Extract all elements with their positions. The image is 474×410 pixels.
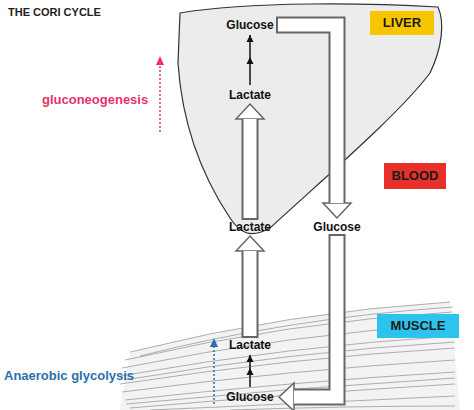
- metabolite-node: Lactate: [222, 86, 278, 104]
- process-label: Anaerobic glycolysis: [4, 368, 134, 383]
- metabolite-label: Lactate: [222, 86, 278, 104]
- liver-outline: [170, 3, 445, 238]
- metabolite-label: Glucose: [222, 16, 278, 34]
- muscle-fibers: [110, 292, 465, 410]
- liver-organ: LIVERGlucoseLactate: [170, 3, 445, 238]
- metabolite-node: Glucose: [306, 218, 368, 236]
- metabolite-label: Lactate: [222, 218, 278, 236]
- metabolite-label: Glucose: [306, 218, 368, 236]
- metabolite-node: Lactate: [222, 336, 278, 354]
- transport-arrow: [236, 236, 264, 338]
- metabolite-node: Glucose: [222, 16, 278, 34]
- dotted-arrow-line: [159, 64, 161, 132]
- metabolite-label: Lactate: [222, 336, 278, 354]
- process-label: gluconeogenesis: [42, 92, 148, 107]
- metabolite-label: Glucose: [221, 388, 279, 406]
- metabolite-node: Glucose: [221, 388, 279, 406]
- metabolite-node: Lactate: [222, 218, 278, 236]
- region-tag: MUSCLE: [377, 314, 459, 338]
- hollow-arrow-head: [323, 203, 351, 218]
- dotted-arrow-line: [213, 346, 215, 404]
- hollow-arrow-head: [236, 236, 264, 251]
- region-tag: LIVER: [370, 11, 434, 35]
- dotted-arrow-head: [156, 56, 164, 65]
- muscle-tissue: MUSCLE LactateGlucose: [110, 292, 465, 410]
- region-tag: BLOOD: [384, 163, 446, 189]
- hollow-arrow-body: [244, 251, 257, 336]
- diagram-title: THE CORI CYCLE: [8, 6, 101, 18]
- region-tag-box: BLOOD: [384, 163, 446, 189]
